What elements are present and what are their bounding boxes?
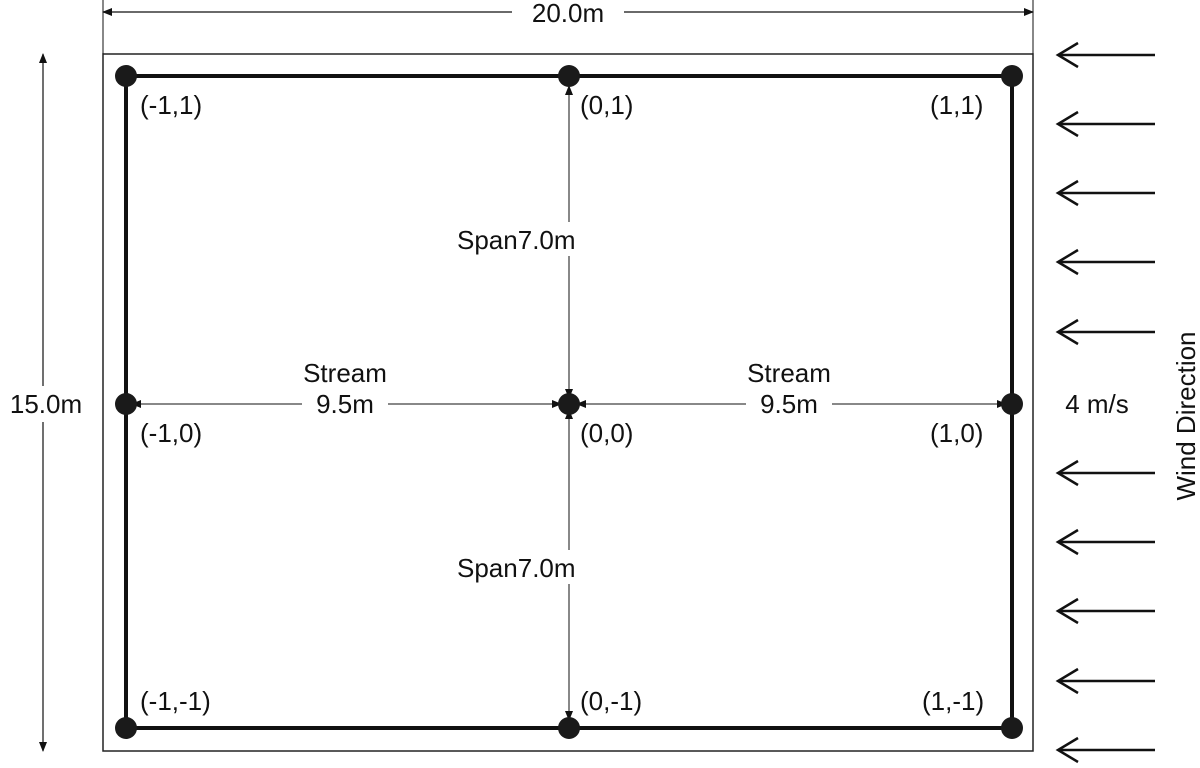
stream-right-label: Stream — [747, 358, 831, 388]
node-group — [115, 65, 1023, 739]
wind-arrow-head — [1055, 528, 1079, 556]
stream-left-label: Stream — [303, 358, 387, 388]
wind-arrow-head — [1055, 318, 1079, 346]
node-label: (-1,1) — [140, 90, 202, 120]
node-dot — [558, 717, 580, 739]
width-label-bg — [512, 0, 624, 26]
node-label: (0,1) — [580, 90, 633, 120]
domain-boundary — [102, 53, 1034, 752]
wind-arrow-head — [1055, 736, 1079, 764]
width-label: 20.0m — [532, 0, 604, 28]
height-label: 15.0m — [10, 389, 82, 419]
wind-speed-label: 4 m/s — [1065, 389, 1129, 419]
node-label: (0,0) — [580, 418, 633, 448]
wind-arrow-head — [1055, 179, 1079, 207]
node-dot — [1001, 717, 1023, 739]
stream-right-value: 9.5m — [760, 389, 818, 419]
node-label: (-1,-1) — [140, 686, 211, 716]
node-label: (1,0) — [930, 418, 983, 448]
span-top-label-bg — [452, 222, 612, 256]
node-dot — [115, 717, 137, 739]
wind-arrow-head — [1055, 41, 1079, 69]
stream-left-value: 9.5m — [316, 389, 374, 419]
node-dot — [115, 393, 137, 415]
wind-arrow-head — [1055, 667, 1079, 695]
node-dot — [558, 65, 580, 87]
wind-arrow-head — [1055, 248, 1079, 276]
node-label: (-1,0) — [140, 418, 202, 448]
wind-arrow-head — [1055, 459, 1079, 487]
span-bottom-label: Span7.0m — [457, 553, 576, 583]
stream-left-value-bg — [302, 392, 388, 416]
node-label: (1,1) — [930, 90, 983, 120]
wind-direction-label: Wind Direction — [1171, 331, 1200, 500]
node-dot — [1001, 393, 1023, 415]
wind-arrow-head — [1055, 110, 1079, 138]
node-label: (0,-1) — [580, 686, 642, 716]
span-bottom-label-bg — [452, 550, 612, 584]
stream-right-value-bg — [746, 392, 832, 416]
node-dot — [558, 393, 580, 415]
span-top-label: Span7.0m — [457, 225, 576, 255]
height-label-bg — [2, 386, 90, 422]
wind-arrows — [1055, 41, 1155, 764]
node-label: (1,-1) — [922, 686, 984, 716]
node-dot — [115, 65, 137, 87]
node-dot — [1001, 65, 1023, 87]
wind-arrow-head — [1055, 597, 1079, 625]
